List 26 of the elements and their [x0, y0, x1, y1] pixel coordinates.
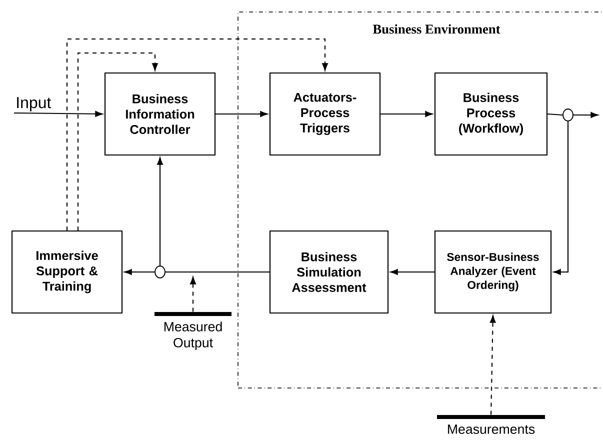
dashed-arrow [190, 276, 196, 312]
process-box: Business Simulation Assessment [269, 230, 389, 314]
arrow [380, 111, 433, 117]
connector-line [548, 113, 563, 116]
process-box: Business Process (Workflow) [434, 72, 548, 156]
bar-caption: Measured Output [164, 322, 222, 350]
arrow [157, 157, 163, 266]
process-box: Business Information Controller [104, 72, 216, 156]
dashed-arrow [77, 52, 158, 230]
dashed-arrow [66, 38, 328, 230]
dashed-arrow [490, 315, 496, 415]
process-box: Sensor-Business Analyzer (Event Ordering) [434, 230, 552, 314]
arrow [573, 112, 598, 118]
summing-junction [154, 266, 166, 278]
arrow [553, 121, 569, 275]
summing-junction [562, 108, 574, 122]
arrow [14, 110, 103, 117]
input-label: Input [17, 97, 52, 112]
region-heading: Business Environment [372, 24, 500, 34]
arrow [216, 111, 268, 117]
connector-line [165, 271, 270, 273]
arrow [390, 269, 434, 275]
arrow [124, 269, 155, 275]
process-box: Immersive Support & Training [11, 230, 123, 314]
bar-caption: Measurements [448, 424, 535, 434]
process-box: Actuators-Process Triggers [269, 72, 381, 156]
